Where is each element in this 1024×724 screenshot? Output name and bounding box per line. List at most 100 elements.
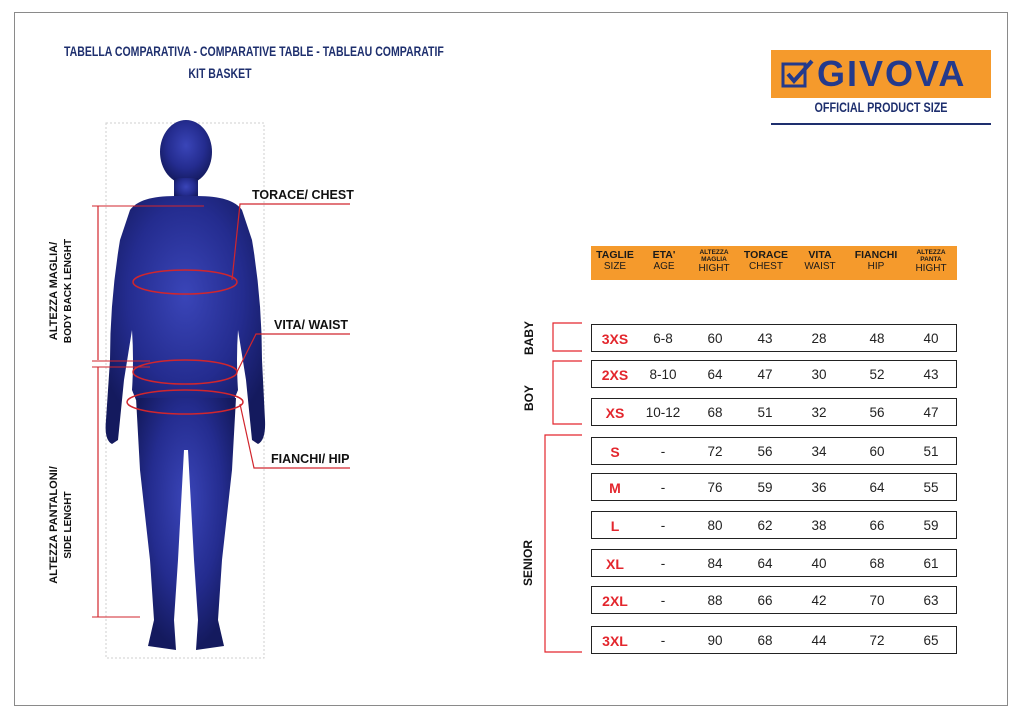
hip-callout: FIANCHI/ HIP <box>271 452 350 466</box>
logo-wordmark: GIVOVA <box>817 53 967 94</box>
row-size: 2XL <box>602 593 628 609</box>
check-icon <box>781 59 814 88</box>
header-age: ETA' AGE <box>639 246 689 280</box>
header-size-top: TAGLIE <box>596 249 634 261</box>
row-height: 60 <box>707 331 723 346</box>
row-pants: 65 <box>923 633 939 648</box>
table-row: L - 80 62 38 66 59 <box>591 511 957 539</box>
header-hip: FIANCHI HIP <box>847 246 905 280</box>
row-age: - <box>660 480 666 495</box>
table-row: 3XS 6-8 60 43 28 48 40 <box>591 324 957 352</box>
baby-bracket <box>552 322 582 352</box>
header-pants-height: ALTEZZA PANTA HIGHT <box>905 246 957 280</box>
senior-bracket <box>544 434 582 653</box>
row-waist: 38 <box>811 518 827 533</box>
header-chest-top: TORACE <box>743 249 789 261</box>
row-hip: 70 <box>869 593 885 608</box>
header-chest-bottom: CHEST <box>749 261 783 272</box>
row-age: - <box>660 556 666 571</box>
row-height: 68 <box>707 405 723 420</box>
row-height: 84 <box>707 556 723 571</box>
table-row: 2XS 8-10 64 47 30 52 43 <box>591 360 957 388</box>
table-row: M - 76 59 36 64 55 <box>591 473 957 501</box>
row-age: - <box>660 633 666 648</box>
header-pants-bottom: HIGHT <box>915 263 947 274</box>
row-chest: 47 <box>757 367 773 382</box>
header-chest: TORACE CHEST <box>739 246 793 280</box>
header-height-top: ALTEZZA MAGLIA <box>699 249 729 263</box>
row-waist: 42 <box>811 593 827 608</box>
row-hip: 66 <box>869 518 885 533</box>
row-chest: 64 <box>757 556 773 571</box>
row-hip: 52 <box>869 367 885 382</box>
row-hip: 64 <box>869 480 885 495</box>
official-product-size: OFFICIAL PRODUCT SIZE <box>814 100 948 115</box>
header-hip-bottom: HIP <box>867 261 885 272</box>
body-back-length-label: ALTEZZA MAGLIA/ BODY BACK LENGHT <box>47 221 77 361</box>
row-size: 2XS <box>601 367 629 383</box>
row-pants: 40 <box>923 331 939 346</box>
row-waist: 34 <box>811 444 827 459</box>
row-size: 3XS <box>601 331 629 347</box>
row-age: 8-10 <box>649 367 677 382</box>
row-pants: 51 <box>923 444 939 459</box>
group-baby: BABY <box>522 321 536 356</box>
header-height-bottom: HIGHT <box>698 263 730 274</box>
body-silhouette <box>105 120 266 650</box>
row-pants: 55 <box>923 480 939 495</box>
row-size: S <box>610 444 620 460</box>
row-hip: 48 <box>869 331 885 346</box>
header-waist: VITA WAIST <box>793 246 847 280</box>
table-row: 2XL - 88 66 42 70 63 <box>591 586 957 614</box>
page-subtitle: KIT BASKET <box>188 66 252 81</box>
header-age-bottom: AGE <box>653 261 675 272</box>
boy-bracket <box>552 360 582 425</box>
row-pants: 43 <box>923 367 939 382</box>
header-waist-bottom: WAIST <box>804 261 836 272</box>
row-age: - <box>660 593 666 608</box>
row-hip: 56 <box>869 405 885 420</box>
row-waist: 40 <box>811 556 827 571</box>
row-waist: 28 <box>811 331 827 346</box>
header-waist-top: VITA <box>808 249 832 261</box>
header-height: ALTEZZA MAGLIA HIGHT <box>689 246 739 280</box>
page-frame <box>14 12 1008 706</box>
header-age-top: ETA' <box>652 249 676 261</box>
row-size: XL <box>606 556 624 572</box>
row-waist: 36 <box>811 480 827 495</box>
row-height: 76 <box>707 480 723 495</box>
row-height: 90 <box>707 633 723 648</box>
chest-leader <box>231 203 350 281</box>
header-pants-top: ALTEZZA PANTA <box>916 249 946 263</box>
row-waist: 32 <box>811 405 827 420</box>
row-age: 10-12 <box>645 405 681 420</box>
header-size: TAGLIE SIZE <box>591 246 639 280</box>
official-underline <box>771 123 991 125</box>
side-label-2: SIDE LENGHT <box>63 491 74 559</box>
page-title: TABELLA COMPARATIVA - COMPARATIVE TABLE … <box>64 44 444 59</box>
hip-ellipse <box>126 389 244 415</box>
row-chest: 62 <box>757 518 773 533</box>
waist-callout: VITA/ WAIST <box>274 318 349 332</box>
row-waist: 30 <box>811 367 827 382</box>
group-senior: SENIOR <box>521 540 535 587</box>
row-age: - <box>660 518 666 533</box>
row-hip: 68 <box>869 556 885 571</box>
row-age: 6-8 <box>653 331 673 346</box>
waist-leader <box>236 333 350 373</box>
chest-ellipse <box>132 269 238 295</box>
side-label-1: ALTEZZA PANTALONI/ <box>48 466 60 584</box>
hip-leader <box>239 403 350 469</box>
table-row: XL - 84 64 40 68 61 <box>591 549 957 577</box>
header-size-bottom: SIZE <box>603 261 627 272</box>
row-height: 88 <box>707 593 723 608</box>
row-chest: 56 <box>757 444 773 459</box>
chest-callout: TORACE/ CHEST <box>252 188 354 202</box>
row-pants: 59 <box>923 518 939 533</box>
row-pants: 47 <box>923 405 939 420</box>
row-size: XS <box>605 405 625 421</box>
row-hip: 72 <box>869 633 885 648</box>
row-chest: 43 <box>757 331 773 346</box>
header-hip-top: FIANCHI <box>854 249 898 261</box>
